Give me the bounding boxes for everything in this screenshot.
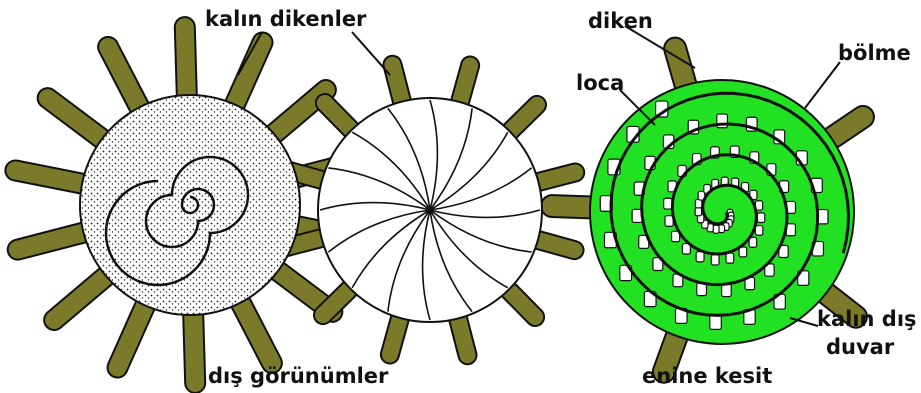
label-thick-wall-line2: duvar xyxy=(826,335,895,359)
label-spine: diken xyxy=(588,9,653,33)
label-chamber: loca xyxy=(576,71,624,95)
label-thick-wall-line1: kalın dış xyxy=(817,307,917,331)
label-external-views: dış görünümler xyxy=(208,364,389,388)
label-thick-spines: kalın dikenler xyxy=(205,7,367,31)
pointer-septum xyxy=(805,62,840,108)
middle-shell-exterior xyxy=(318,98,542,322)
cross-section-shell xyxy=(590,80,854,344)
left-shell-exterior xyxy=(80,95,300,315)
label-septum: bölme xyxy=(838,41,911,65)
pointer-thick-spines-mid xyxy=(352,32,390,75)
label-cross-section: enine kesit xyxy=(642,364,772,388)
